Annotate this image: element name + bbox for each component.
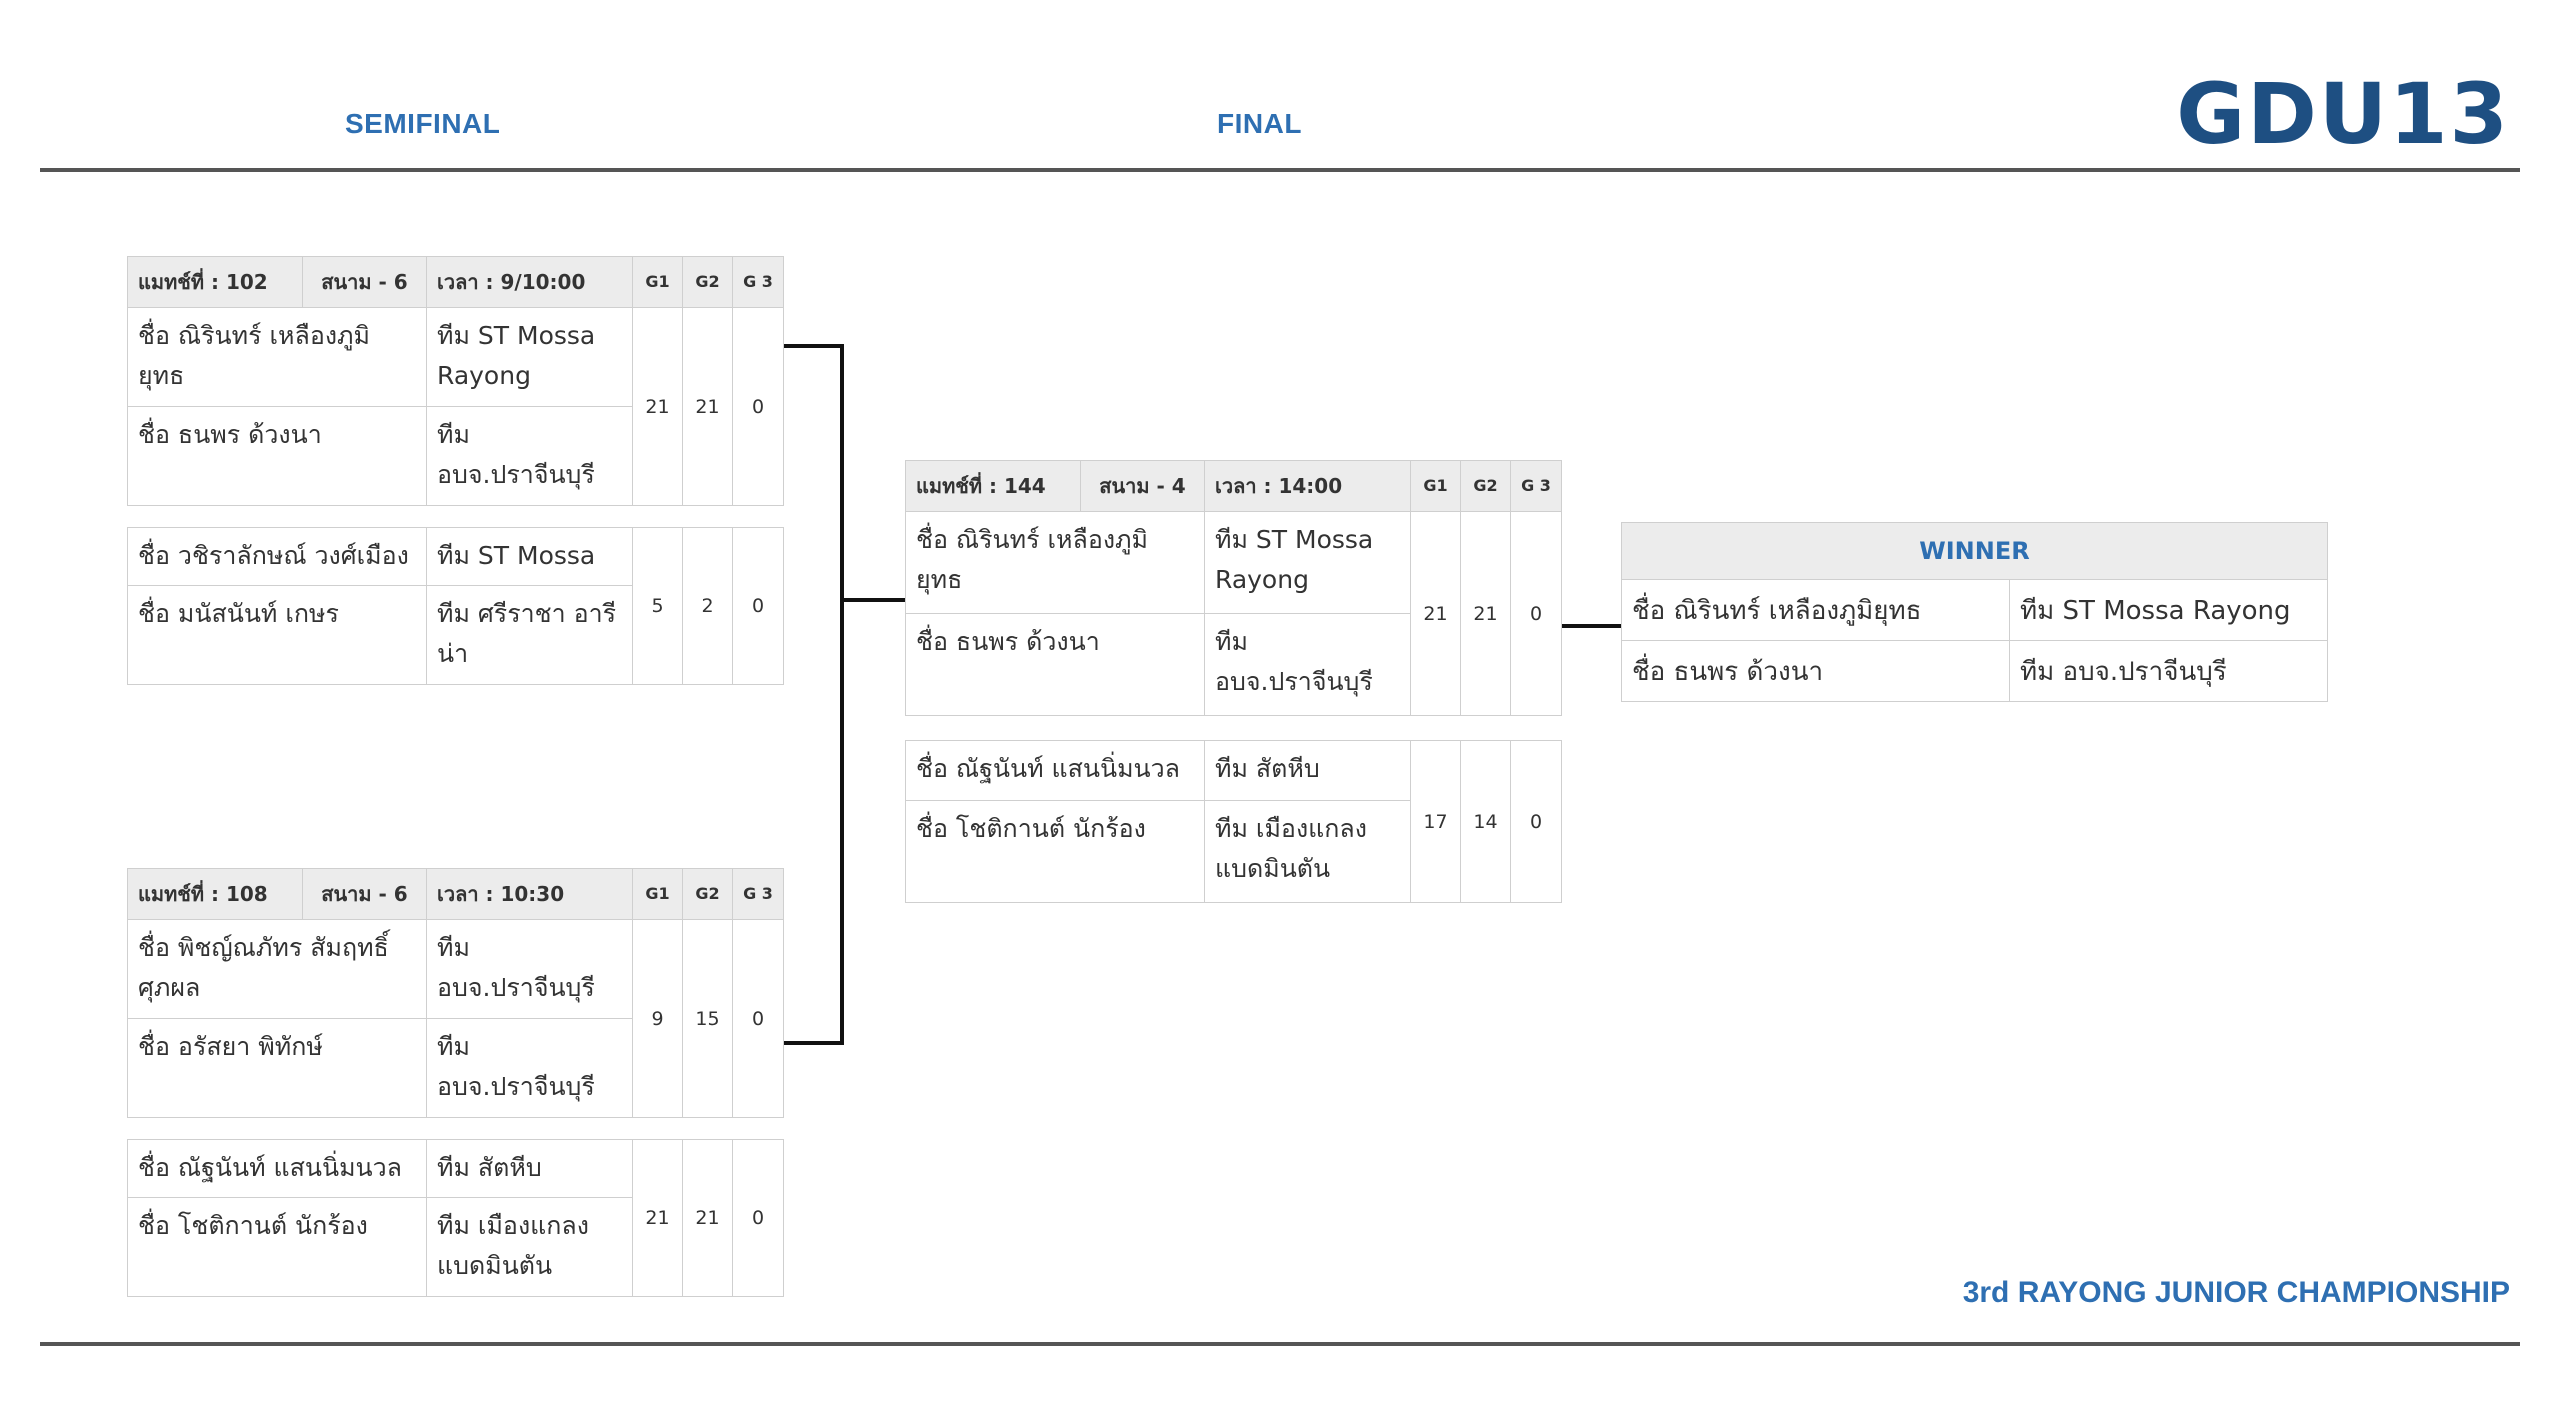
score-game-2: 2: [682, 527, 733, 685]
score-game-2: 21: [1460, 511, 1511, 716]
match-time: เวลา : 14:00: [1204, 460, 1411, 512]
game-3-header: G 3: [1510, 460, 1562, 512]
score-game-1: 5: [632, 527, 683, 685]
player-name: ชื่อ พิชญ์ณภัทร สัมฤทธิ์ศุภผล: [127, 919, 427, 1019]
winner-player-name: ชื่อ ธนพร ด้วงนา: [1621, 640, 2010, 702]
gdu13-logo: GDU13: [2176, 65, 2510, 163]
court-number: สนาม - 4: [1080, 460, 1205, 512]
player-name: ชื่อ ณิรินทร์ เหลืองภูมิยุทธ: [905, 511, 1205, 614]
game-2-header: G2: [1460, 460, 1511, 512]
score-game-2: 15: [682, 919, 733, 1118]
player-team: ทีม เมืองแกลง แบดมินตัน: [426, 1197, 633, 1297]
score-game-1: 21: [632, 307, 683, 506]
game-1-header: G1: [632, 868, 683, 920]
score-game-3: 0: [732, 307, 784, 506]
player-name: ชื่อ วชิราลักษณ์ วงศ์เมือง: [127, 527, 427, 586]
winner-table: WINNER ชื่อ ณิรินทร์ เหลืองภูมิยุทธ ทีม …: [1620, 522, 2329, 702]
winner-player-team: ทีม อบจ.ปราจีนบุรี: [2008, 640, 2329, 702]
event-title: 3rd RAYONG JUNIOR CHAMPIONSHIP: [1962, 1276, 2510, 1309]
score-game-2: 14: [1460, 740, 1511, 903]
player-team: ทีม ศรีราชา อารีน่า: [426, 585, 633, 685]
semifinal-1-match-table: แมทช์ที่ : 102 สนาม - 6 เวลา : 9/10:00 G…: [127, 256, 784, 506]
game-3-header: G 3: [732, 256, 784, 308]
player-name: ชื่อ ธนพร ด้วงนา: [905, 613, 1205, 716]
court-number: สนาม - 6: [302, 256, 427, 308]
player-name: ชื่อ ณิรินทร์ เหลืองภูมิยุทธ: [127, 307, 427, 407]
winner-player-team: ทีม ST Mossa Rayong: [2008, 579, 2329, 641]
score-game-1: 21: [1410, 511, 1461, 716]
score-game-1: 9: [632, 919, 683, 1118]
game-3-header: G 3: [732, 868, 784, 920]
player-name: ชื่อ มนัสนันท์ เกษร: [127, 585, 427, 685]
player-team: ทีม สัตหีบ: [426, 1139, 633, 1198]
score-game-1: 17: [1410, 740, 1461, 903]
player-name: ชื่อ ณัฐนันท์ แสนนิ่มนวล: [905, 740, 1205, 801]
footer-divider: [40, 1342, 2520, 1346]
game-1-header: G1: [632, 256, 683, 308]
semifinal-connector: [782, 344, 844, 1045]
game-2-header: G2: [682, 256, 733, 308]
score-game-2: 21: [682, 307, 733, 506]
final-match-table: แมทช์ที่ : 144 สนาม - 4 เวลา : 14:00 G1 …: [905, 460, 1562, 716]
game-2-header: G2: [682, 868, 733, 920]
player-name: ชื่อ โชติกานต์ นักร้อง: [127, 1197, 427, 1297]
score-game-3: 0: [1510, 740, 1562, 903]
player-name: ชื่อ ธนพร ด้วงนา: [127, 406, 427, 506]
player-name: ชื่อ ณัฐนันท์ แสนนิ่มนวล: [127, 1139, 427, 1198]
match-number: แมทช์ที่ : 144: [905, 460, 1081, 512]
match-number: แมทช์ที่ : 108: [127, 868, 303, 920]
player-team: ทีม อบจ.ปราจีนบุรี: [426, 406, 633, 506]
player-team: ทีม อบจ.ปราจีนบุรี: [426, 919, 633, 1019]
game-1-header: G1: [1410, 460, 1461, 512]
winner-player-name: ชื่อ ณิรินทร์ เหลืองภูมิยุทธ: [1621, 579, 2010, 641]
semifinal-2-match-table: แมทช์ที่ : 108 สนาม - 6 เวลา : 10:30 G1 …: [127, 868, 784, 1118]
semifinal-1-opponent-table: ชื่อ วชิราลักษณ์ วงศ์เมือง ทีม ST Mossa …: [127, 527, 784, 685]
score-game-3: 0: [732, 527, 784, 685]
player-team: ทีม ST Mossa Rayong: [1204, 511, 1411, 614]
semifinal-label: SEMIFINAL: [345, 108, 501, 139]
final-label: FINAL: [1217, 108, 1302, 139]
court-number: สนาม - 6: [302, 868, 427, 920]
header-divider: [40, 168, 2520, 172]
match-time: เวลา : 10:30: [426, 868, 633, 920]
player-team: ทีม อบจ.ปราจีนบุรี: [426, 1018, 633, 1118]
player-name: ชื่อ อรัสยา พิทักษ์: [127, 1018, 427, 1118]
player-name: ชื่อ โชติกานต์ นักร้อง: [905, 800, 1205, 903]
player-team: ทีม อบจ.ปราจีนบุรี: [1204, 613, 1411, 716]
score-game-1: 21: [632, 1139, 683, 1297]
final-opponent-table: ชื่อ ณัฐนันท์ แสนนิ่มนวล ทีม สัตหีบ 17 1…: [905, 740, 1562, 903]
player-team: ทีม เมืองแกลง แบดมินตัน: [1204, 800, 1411, 903]
player-team: ทีม สัตหีบ: [1204, 740, 1411, 801]
match-number: แมทช์ที่ : 102: [127, 256, 303, 308]
score-game-2: 21: [682, 1139, 733, 1297]
match-time: เวลา : 9/10:00: [426, 256, 633, 308]
score-game-3: 0: [1510, 511, 1562, 716]
player-team: ทีม ST Mossa Rayong: [426, 307, 633, 407]
score-game-3: 0: [732, 1139, 784, 1297]
semifinal-2-opponent-table: ชื่อ ณัฐนันท์ แสนนิ่มนวล ทีม สัตหีบ 21 2…: [127, 1139, 784, 1297]
winner-label: WINNER: [1620, 522, 2329, 580]
player-team: ทีม ST Mossa: [426, 527, 633, 586]
score-game-3: 0: [732, 919, 784, 1118]
